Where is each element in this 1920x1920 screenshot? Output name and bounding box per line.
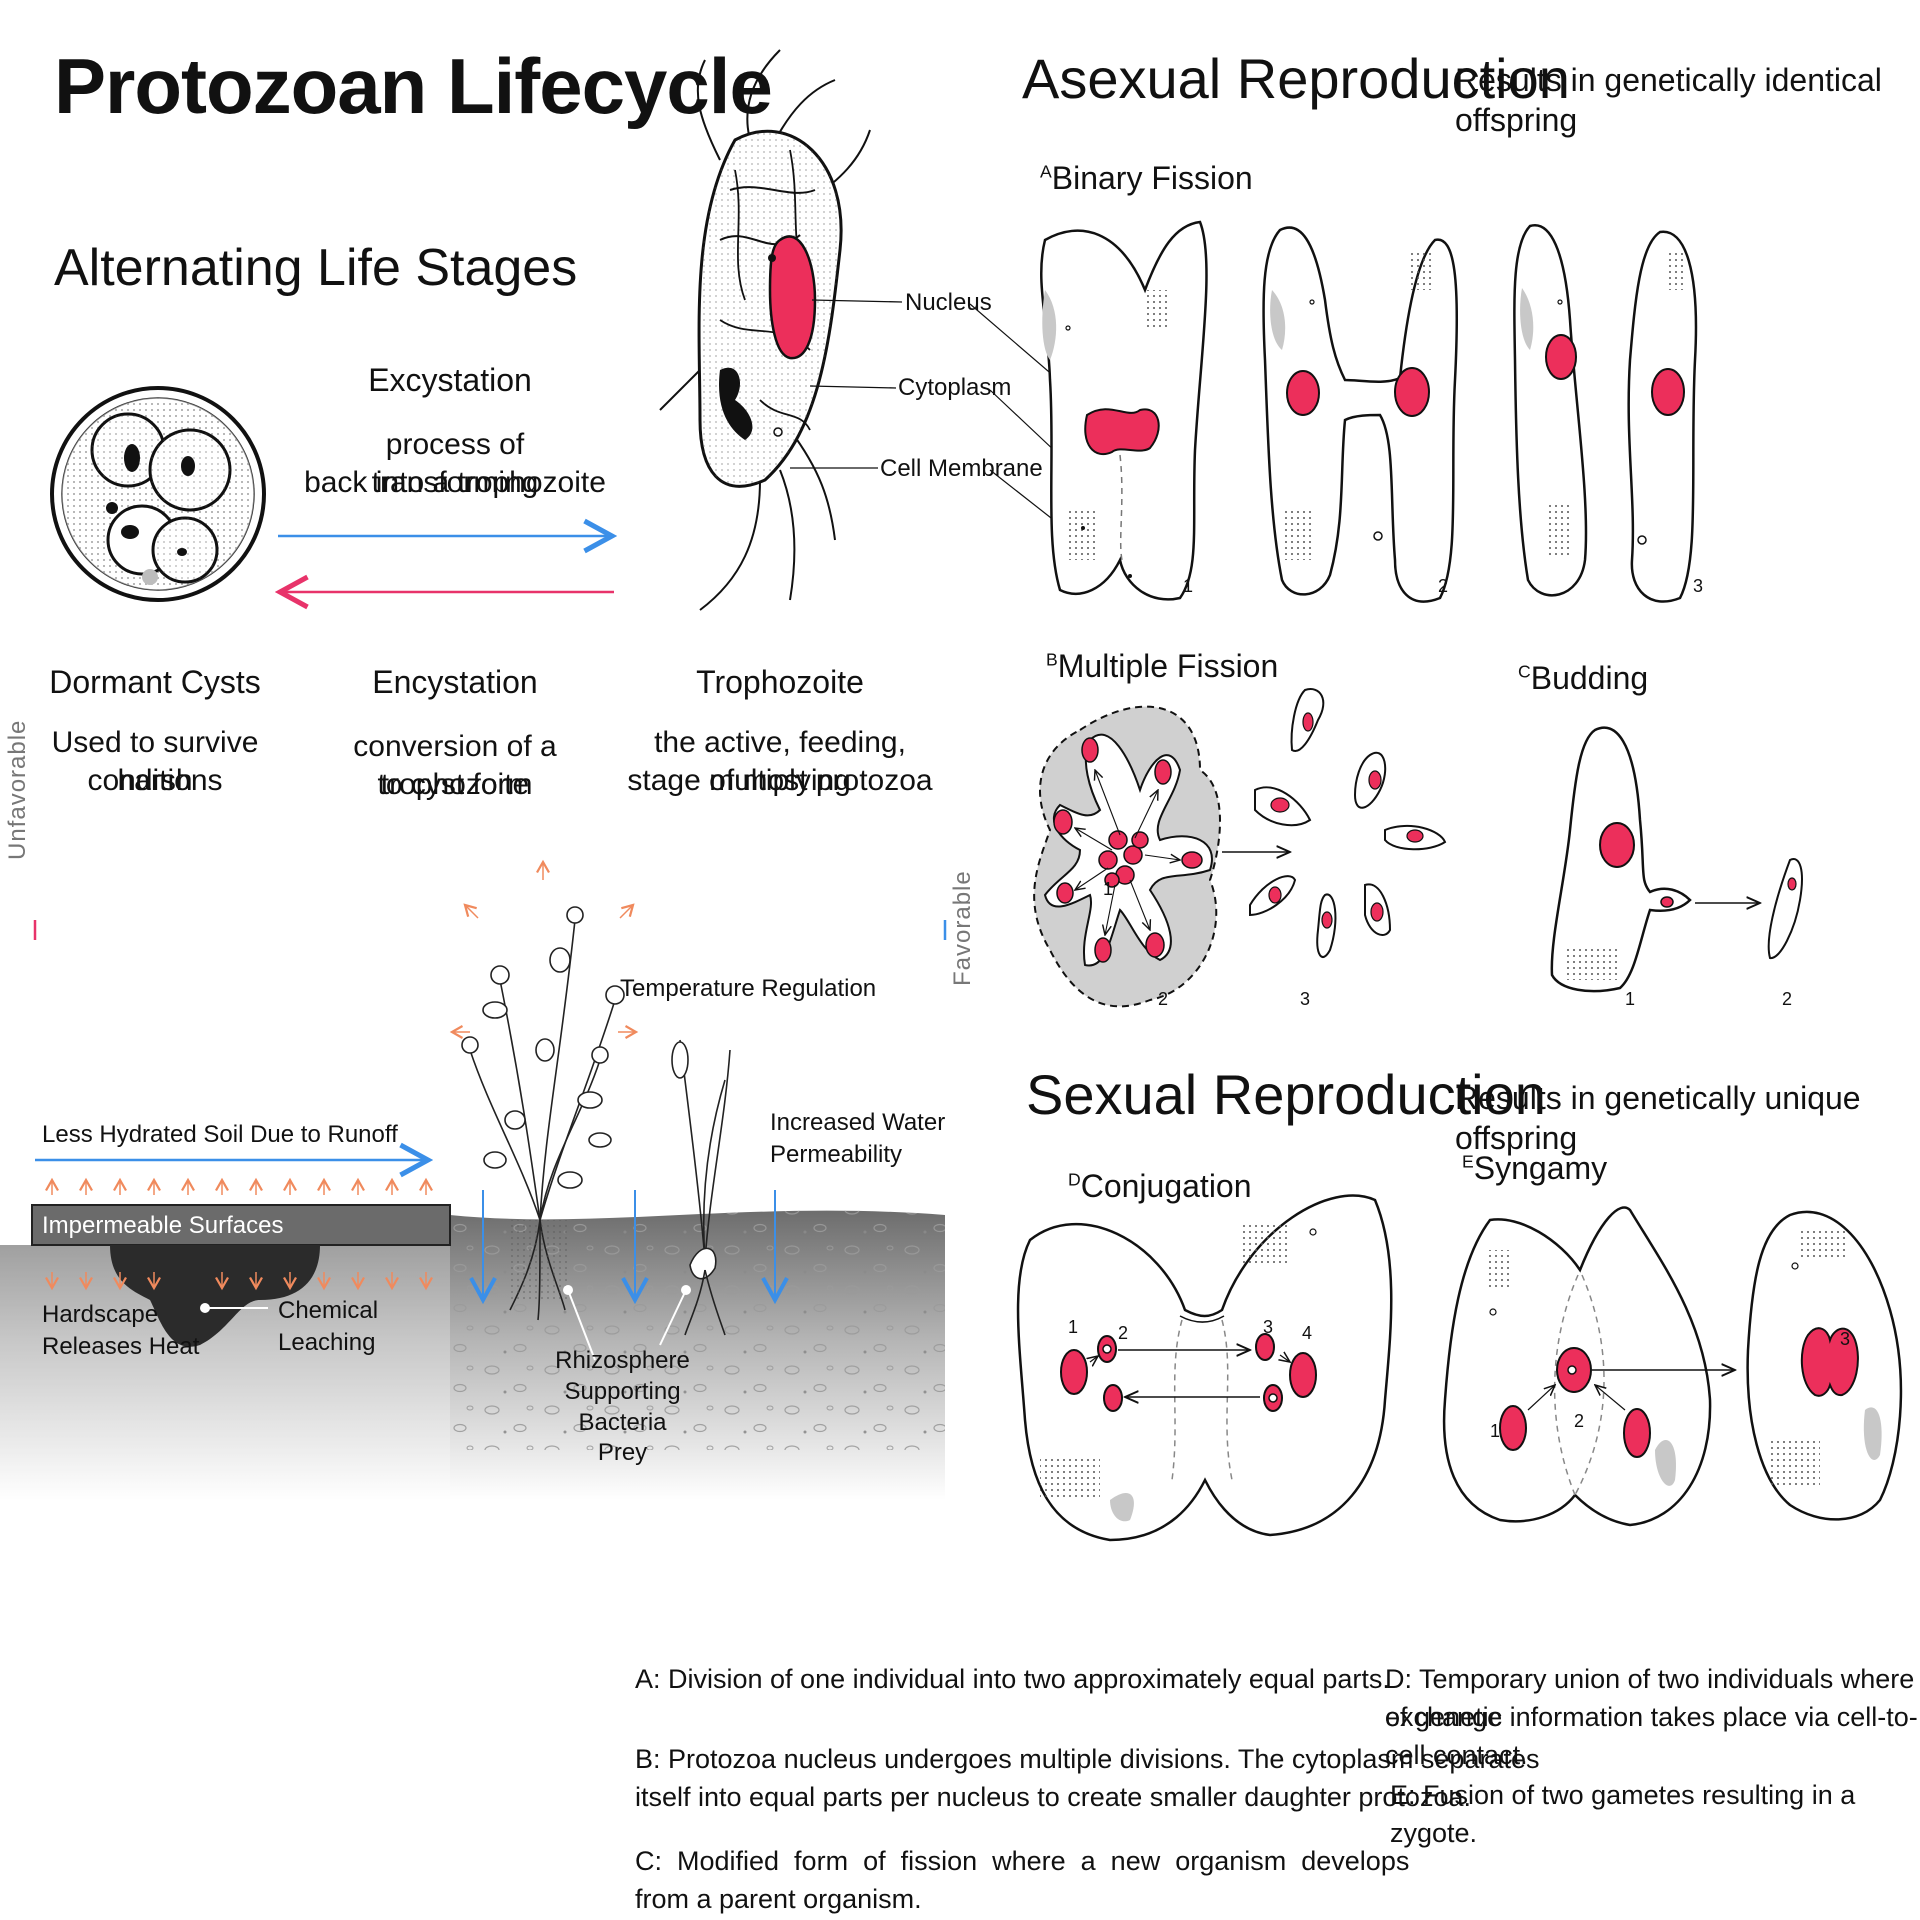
temperature-regulation-label: Temperature Regulation — [620, 975, 877, 1002]
binary-fission-title: ABinary Fission — [1040, 158, 1253, 198]
asexual-subtitle: Results in genetically identical offspri… — [1455, 62, 1882, 138]
binary-fission-label: Binary Fission — [1051, 160, 1253, 196]
asexual-heading: Asexual Reproduction — [1022, 47, 1570, 110]
syngamy-step-1: 1 — [1490, 1421, 1501, 1441]
dormant-cysts-label: Dormant Cysts — [49, 664, 261, 700]
binary-step-2: 2 — [1438, 576, 1449, 596]
trophozoite-illustration — [659, 49, 871, 611]
encystation-label: Encystation — [372, 664, 538, 700]
unfavorable-label: Unfavorable — [4, 719, 31, 860]
cell-membrane-label: Cell Membrane — [880, 455, 1043, 482]
multiple-fission-letter: B — [1046, 649, 1058, 670]
trophozoite-desc-2: stage of most protozoa — [627, 764, 933, 797]
budding-step-2: 2 — [1782, 989, 1793, 1009]
conjugation-step-2: 2 — [1118, 1323, 1129, 1343]
binary-fission-step-1 — [1040, 220, 1208, 601]
excystation-desc-1: process of transforming — [371, 428, 539, 499]
heat-arrows — [45, 859, 639, 1291]
rhizosphere-label-3: Bacteria Prey — [578, 1409, 667, 1466]
budding-label: Budding — [1530, 660, 1649, 696]
caption-d-1: D: Temporary union of two individuals wh… — [1385, 1664, 1915, 1732]
syngamy-letter: E — [1462, 1151, 1474, 1172]
rhizosphere-label-2: Supporting — [564, 1378, 681, 1405]
budding-letter: C — [1518, 661, 1531, 682]
hardscape-label-2: Releases Heat — [42, 1333, 200, 1360]
excystation-label: Excystation — [368, 362, 532, 398]
water-label-2: Permeability — [770, 1141, 903, 1168]
page-title: Protozoan Lifecycle — [54, 42, 773, 130]
encystation-desc-2: to cyst form — [377, 768, 533, 801]
conjugation-step-1: 1 — [1068, 1317, 1079, 1337]
life-stages-heading: Alternating Life Stages — [54, 239, 578, 297]
binary-fission-letter: A — [1040, 161, 1052, 182]
water-permeability-arrows — [483, 1190, 775, 1300]
caption-c-2: from a parent organism. — [635, 1884, 922, 1914]
multiple-fission-title: BMultiple Fission — [1046, 646, 1278, 686]
caption-e: E: Fusion of two gametes resulting in a … — [1390, 1780, 1856, 1848]
sexual-heading: Sexual Reproduction — [1026, 1063, 1546, 1126]
caption-c-1: C: Modified form of fission where a new … — [635, 1846, 1410, 1876]
hardscape-mass — [110, 1245, 320, 1347]
trophozoite-desc-1: the active, feeding, multiplying — [654, 726, 906, 797]
binary-step-1: 1 — [1183, 576, 1194, 596]
syngamy-illustration — [1442, 1206, 1903, 1527]
caption-b-2: itself into equal parts per nucleus to c… — [635, 1782, 1471, 1812]
chemical-label-2: Leaching — [278, 1329, 376, 1356]
rhizosphere-label-1: Rhizosphere — [555, 1347, 690, 1374]
impermeable-surfaces-label: Impermeable Surfaces — [42, 1212, 284, 1239]
syngamy-step-3: 3 — [1840, 1329, 1851, 1349]
nucleus-label: Nucleus — [905, 289, 992, 316]
plant-illustration — [461, 906, 731, 1336]
syngamy-step-2: 2 — [1574, 1411, 1585, 1431]
chemical-label-1: Chemical — [278, 1297, 379, 1324]
syngamy-label: Syngamy — [1473, 1150, 1608, 1186]
sexual-subtitle: Results in genetically unique offspring — [1455, 1080, 1861, 1156]
conjugation-illustration — [1016, 1194, 1393, 1542]
excystation-desc-2: back into a trophozoite — [304, 466, 606, 499]
water-label-1: Increased Water — [770, 1109, 946, 1136]
caption-a: A: Division of one individual into two a… — [635, 1664, 1390, 1694]
caption-b-1: B: Protozoa nucleus undergoes multiple d… — [635, 1744, 1540, 1774]
conjugation-step-3: 3 — [1263, 1317, 1274, 1337]
budding-step-1: 1 — [1625, 989, 1636, 1009]
conjugation-label: Conjugation — [1080, 1168, 1252, 1204]
syngamy-title: ESyngamy — [1462, 1148, 1607, 1188]
multiple-step-3: 3 — [1300, 989, 1311, 1009]
budding-illustration — [1550, 726, 1803, 993]
cytoplasm-label: Cytoplasm — [898, 374, 1012, 401]
encystation-desc-1: conversion of a trophozoite — [353, 730, 557, 801]
multiple-fission-step-1-2 — [1033, 705, 1221, 1008]
dormant-cyst-illustration — [50, 386, 266, 602]
binary-step-3: 3 — [1693, 576, 1704, 596]
multiple-fission-step-3 — [1249, 688, 1447, 958]
multiple-fission-label: Multiple Fission — [1057, 648, 1279, 684]
budding-title: CBudding — [1518, 658, 1648, 698]
conjugation-title: DConjugation — [1068, 1166, 1252, 1206]
conjugation-step-4: 4 — [1302, 1323, 1313, 1343]
trophozoite-label: Trophozoite — [696, 664, 864, 700]
binary-fission-step-3 — [1513, 224, 1698, 603]
conjugation-letter: D — [1068, 1169, 1081, 1190]
favorable-label: Favorable — [949, 870, 976, 986]
impermeable-surface — [31, 1204, 451, 1246]
hardscape-label-1: Hardscape — [42, 1301, 159, 1328]
binary-fission-step-2 — [1262, 226, 1459, 603]
dormant-desc-2: conditions — [87, 764, 223, 797]
caption-d-2: of genetic information takes place via c… — [1385, 1702, 1918, 1770]
multiple-step-2: 2 — [1158, 989, 1169, 1009]
multiple-step-1: 1 — [1103, 879, 1114, 899]
dormant-desc-1: Used to survive harsh — [51, 726, 259, 797]
runoff-label: Less Hydrated Soil Due to Runoff — [42, 1121, 398, 1148]
